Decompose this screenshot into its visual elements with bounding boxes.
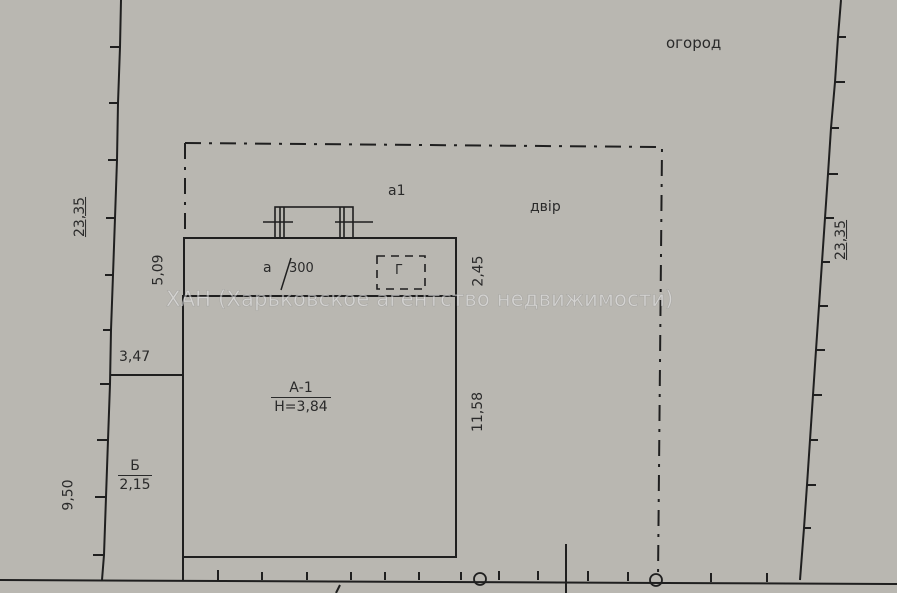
- yard-label: двір: [530, 199, 561, 215]
- yard-boundary-dashed: [184, 142, 664, 579]
- survey-point-marker: [473, 572, 487, 586]
- annex-depth-left-dimension: 5,09: [150, 254, 167, 286]
- bottom-boundary-line: [0, 544, 897, 593]
- annex-a-label: а: [263, 260, 272, 276]
- annex-depth-right-dimension: 2,45: [470, 255, 487, 287]
- right-boundary-line: [799, 0, 846, 581]
- main-building-label: А-1 Н=3,84: [271, 380, 331, 415]
- survey-point-marker: [649, 573, 663, 587]
- shed-b-name: Б: [118, 458, 152, 477]
- area-slash: [280, 257, 292, 291]
- annex-a-area: 300: [289, 261, 314, 276]
- shed-length-dimension: 9,50: [60, 479, 77, 511]
- garage-dashed-box: [376, 255, 426, 290]
- garden-label: огород: [666, 34, 722, 52]
- main-building-height: Н=3,84: [274, 399, 328, 416]
- right-boundary-dimension: 23,35: [833, 219, 850, 261]
- annex-a1-label: а1: [388, 183, 406, 199]
- main-building-outline: [182, 295, 457, 558]
- garage-label: Г: [395, 263, 403, 278]
- shed-width-dimension: 3,47: [119, 349, 151, 365]
- shed-b-outline: [110, 296, 184, 580]
- main-building-length-dimension: 11,58: [470, 391, 487, 433]
- agency-watermark: ХАН (Харьковское агентство недвижимости): [166, 287, 674, 312]
- main-building-name: А-1: [271, 380, 331, 399]
- entrance-steps: [263, 206, 373, 239]
- left-boundary-dimension: 23,35: [72, 196, 89, 238]
- shed-b-height: 2,15: [119, 477, 151, 494]
- left-boundary-line: [93, 0, 122, 581]
- shed-b-label: Б 2,15: [118, 458, 152, 493]
